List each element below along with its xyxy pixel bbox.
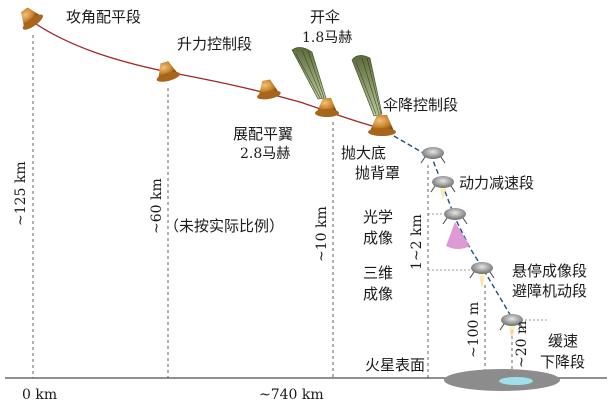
label-jettison-backshell: 抛背罩 — [355, 164, 400, 182]
label-attack-angle-trim: 攻角配平段 — [66, 8, 141, 26]
descent-trajectory — [379, 127, 513, 319]
label-optical-imaging-1: 光学 — [363, 208, 393, 226]
lander-icon — [430, 176, 456, 200]
capsule-icon — [20, 7, 43, 30]
lander-icon — [442, 208, 468, 225]
label-chute-open: 开伞 — [310, 8, 340, 26]
label-slow-descent-1: 缓速 — [548, 332, 578, 350]
altitude-20m: ~20 m — [514, 321, 530, 368]
label-optical-imaging-2: 成像 — [363, 229, 393, 247]
capsule-icon — [257, 79, 281, 100]
capsule-icon — [368, 115, 396, 136]
label-3d-imaging-2: 成像 — [363, 285, 393, 303]
lander-icon — [420, 147, 446, 164]
parachute-icon — [351, 55, 383, 117]
capsule-icon — [156, 61, 180, 82]
label-hover-imaging: 悬停成像段 — [512, 262, 587, 280]
label-lift-control: 升力控制段 — [177, 35, 252, 53]
altitude-1to2km: 1~2 km — [409, 214, 425, 270]
scale-note: （未按实际比例） — [164, 217, 284, 235]
label-jettison-heatshield: 抛大底 — [341, 144, 386, 162]
label-deploy-trim-wing: 展配平翼 — [233, 125, 293, 143]
lander-icon — [499, 314, 525, 342]
label-deploy-trim-wing-mach: 2.8马赫 — [240, 146, 290, 162]
label-chute-open-mach: 1.8马赫 — [302, 30, 352, 46]
label-slow-descent-2: 下降段 — [540, 353, 585, 371]
landing-zone — [499, 377, 533, 385]
label-obstacle-avoidance: 避障机动段 — [512, 282, 587, 300]
label-3d-imaging-1: 三维 — [363, 264, 393, 282]
lander-icon — [469, 262, 495, 290]
label-powered-descent: 动力减速段 — [459, 174, 534, 192]
capsule-icon — [315, 98, 339, 117]
altitude-60km: ~60 km — [149, 178, 165, 234]
label-parachute-descent: 伞降控制段 — [383, 96, 458, 114]
mars-surface-label: 火星表面 — [365, 356, 425, 374]
altitude-125km: ~125 km — [13, 161, 29, 226]
axis-start-label: 0 km — [22, 387, 57, 403]
parachute-icon — [291, 47, 327, 100]
altitude-100m: ~100 m — [466, 302, 482, 358]
axis-range-label: ~740 km — [259, 387, 324, 403]
altitude-10km: ~10 km — [314, 206, 330, 262]
imaging-cone — [446, 222, 470, 249]
